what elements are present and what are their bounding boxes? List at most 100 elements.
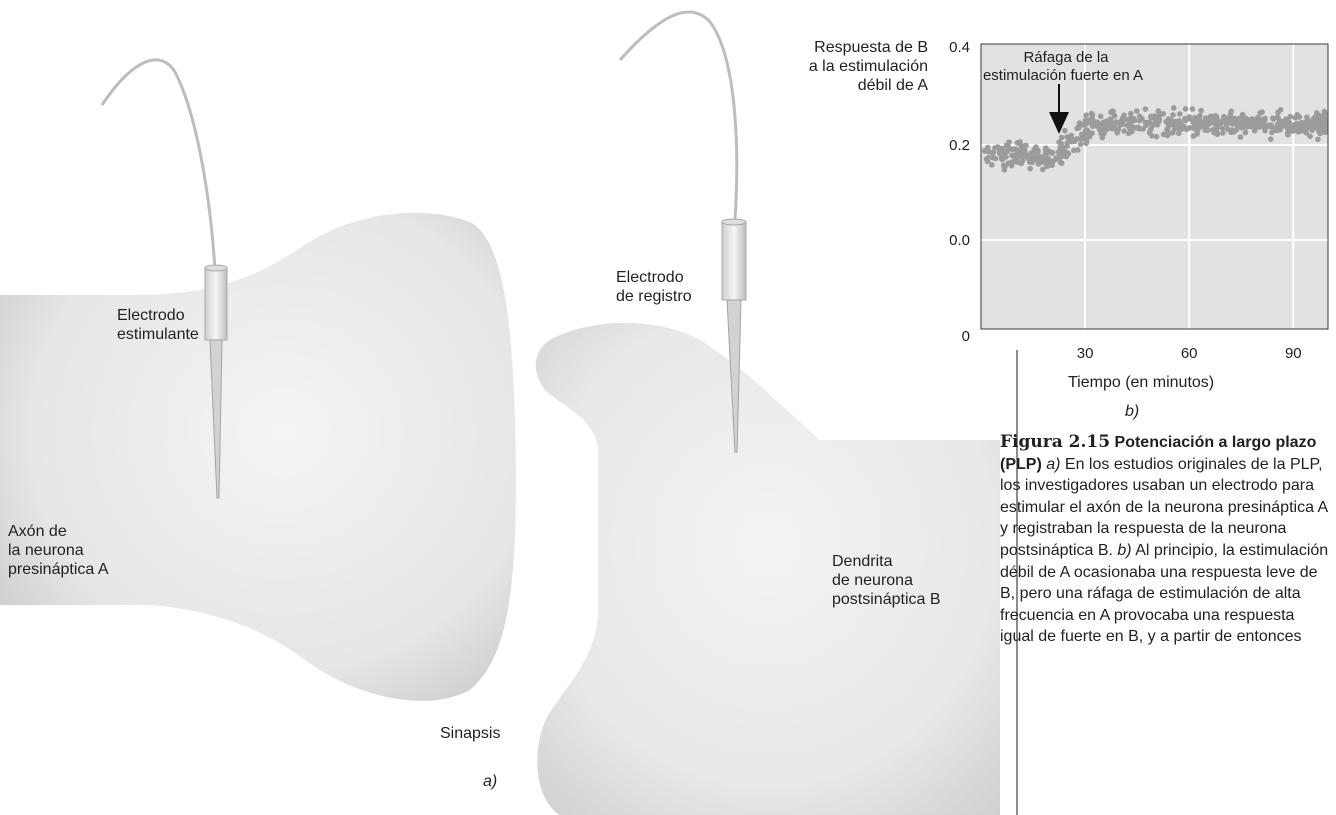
data-point xyxy=(1177,111,1183,117)
rec-electrode-label: Electrodo de registro xyxy=(616,268,692,306)
data-point xyxy=(1014,159,1020,165)
data-point xyxy=(1268,122,1274,128)
data-point xyxy=(1030,153,1036,159)
data-point xyxy=(1014,152,1020,158)
data-point xyxy=(1173,125,1179,131)
data-point xyxy=(1198,108,1204,114)
data-point xyxy=(1194,131,1200,137)
data-point xyxy=(1259,109,1265,115)
data-point xyxy=(1152,113,1158,119)
data-point xyxy=(1207,114,1213,120)
data-point xyxy=(984,156,990,162)
data-point xyxy=(1278,107,1284,113)
data-point xyxy=(1087,134,1093,140)
data-point xyxy=(1006,160,1012,166)
data-point xyxy=(1295,128,1301,134)
data-point xyxy=(1322,122,1328,128)
data-point xyxy=(1292,124,1298,130)
data-point xyxy=(1314,117,1320,123)
data-point xyxy=(1143,106,1149,112)
data-point xyxy=(1322,116,1328,122)
data-point xyxy=(1116,127,1122,133)
chart-plot-area xyxy=(981,44,1328,329)
data-point xyxy=(1132,118,1138,124)
data-point xyxy=(1035,149,1041,155)
data-point xyxy=(1002,167,1008,173)
annotation-line-2: estimulación fuerte en A xyxy=(983,67,1143,84)
data-point xyxy=(993,156,999,162)
data-point xyxy=(1076,125,1082,131)
data-point xyxy=(1190,106,1196,112)
data-point xyxy=(1059,135,1065,141)
data-point xyxy=(1187,125,1193,131)
data-point xyxy=(1158,111,1164,117)
data-point xyxy=(1243,130,1249,136)
data-point xyxy=(1090,117,1096,123)
data-point xyxy=(1238,134,1244,140)
y-tick-label: 0.0 xyxy=(949,232,970,249)
data-point xyxy=(1151,121,1157,127)
data-point xyxy=(1220,126,1226,132)
data-point xyxy=(1004,142,1010,148)
x-tick-label: 60 xyxy=(1181,345,1198,362)
axon-label: Axón de la neurona presináptica A xyxy=(8,522,109,579)
data-point xyxy=(1195,121,1201,127)
caption-b-label: b) xyxy=(1117,542,1131,559)
data-point xyxy=(1040,167,1046,173)
data-point xyxy=(1098,113,1104,119)
chart-ylabel: Respuesta de B a la estimulación débil d… xyxy=(758,38,928,95)
data-point xyxy=(1315,137,1321,143)
data-point xyxy=(1268,136,1274,142)
data-point xyxy=(1304,130,1310,136)
data-point xyxy=(1170,112,1176,118)
data-point xyxy=(1033,144,1039,150)
data-point xyxy=(1257,124,1263,130)
data-point xyxy=(1286,127,1292,133)
data-point xyxy=(1212,121,1218,127)
data-point xyxy=(1236,122,1242,128)
data-point xyxy=(1147,130,1153,136)
data-point xyxy=(1075,147,1081,153)
stim-electrode-wire xyxy=(102,60,215,270)
data-point xyxy=(1169,119,1175,125)
data-point xyxy=(1202,123,1208,129)
data-point xyxy=(1108,123,1114,129)
data-point xyxy=(1112,113,1118,119)
data-point xyxy=(1213,113,1219,119)
data-point xyxy=(1017,139,1023,145)
data-point xyxy=(1227,112,1233,118)
caption-a-label: a) xyxy=(1046,456,1060,473)
data-point xyxy=(1117,120,1123,126)
data-point xyxy=(1157,116,1163,122)
dendrite-label: Dendrita de neurona postsináptica B xyxy=(832,552,941,609)
data-point xyxy=(1062,128,1068,134)
data-point xyxy=(1154,134,1160,140)
data-point xyxy=(983,148,989,154)
rec-electrode-wire xyxy=(620,12,737,220)
x-tick-label: 90 xyxy=(1285,345,1302,362)
data-point xyxy=(1178,122,1184,128)
data-point xyxy=(1004,149,1010,155)
caption-figure-number: Figura 2.15 xyxy=(1000,432,1110,452)
data-point xyxy=(1078,141,1084,147)
data-point xyxy=(996,144,1002,150)
stim-electrode-label: Electrodo estimulante xyxy=(117,306,199,344)
data-point xyxy=(1059,160,1065,166)
x-tick-label: 30 xyxy=(1077,345,1094,362)
chart-xlabel: Tiempo (en minutos) xyxy=(1068,373,1214,392)
data-point xyxy=(1285,132,1291,138)
data-point xyxy=(1251,121,1257,127)
data-point xyxy=(1282,121,1288,127)
data-point xyxy=(1084,139,1090,145)
data-point xyxy=(1127,126,1133,132)
data-point xyxy=(1230,117,1236,123)
figure-caption: Figura 2.15 Potenciación a largo plazo (… xyxy=(1000,432,1330,815)
data-point xyxy=(1315,127,1321,133)
data-point xyxy=(1255,115,1261,121)
data-point xyxy=(1233,127,1239,133)
figure-a-drawing xyxy=(0,0,1000,815)
data-point xyxy=(1213,128,1219,134)
y-tick-label: 0.4 xyxy=(949,39,970,56)
data-point xyxy=(1046,149,1052,155)
data-point xyxy=(1041,159,1047,165)
